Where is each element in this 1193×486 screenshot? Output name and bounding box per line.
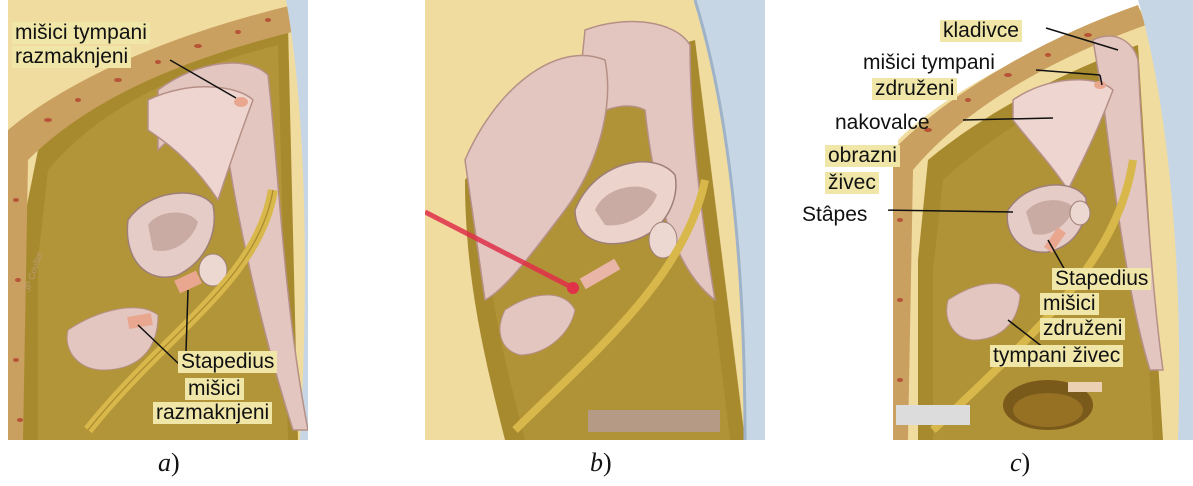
caption-b: b): [590, 448, 612, 478]
caption-c: c): [1010, 448, 1030, 478]
caption-b-letter: b: [590, 448, 603, 477]
panel-b-illustration: [425, 0, 765, 440]
caption-a-letter: a: [158, 448, 171, 477]
label-tensor-c-1: mišici tympani: [860, 52, 998, 74]
label-stapedius-c-3: združeni: [1040, 318, 1125, 340]
label-tensor-c-2: združeni: [872, 78, 957, 100]
label-stapedius-a-2: mišici: [185, 378, 244, 400]
caption-c-paren: ): [1022, 448, 1031, 477]
label-facial-1: obrazni: [825, 145, 900, 167]
caption-a-paren: ): [171, 448, 180, 477]
label-stapes: Stâpes: [799, 204, 870, 226]
caption-c-letter: c: [1010, 448, 1022, 477]
caption-a: a): [158, 448, 180, 478]
label-tensor-a-1: mišici tympani: [12, 22, 150, 44]
label-placeholder: [896, 405, 970, 425]
label-placeholder: [588, 410, 720, 432]
laser-spot: [567, 282, 579, 294]
label-stapedius-c-2: mišici: [1040, 293, 1099, 315]
label-malleus: kladivce: [940, 20, 1022, 42]
label-incus: nakovalce: [832, 112, 933, 134]
label-facial-2: živec: [825, 172, 879, 194]
label-stapedius-a-1: Stapedius: [178, 351, 277, 373]
caption-b-paren: ): [603, 448, 612, 477]
label-stapedius-a-3: razmaknjeni: [153, 402, 272, 424]
label-stapedius-c-1: Stapedius: [1052, 268, 1151, 290]
panel-b: [425, 0, 765, 440]
label-tympanic-nerve: tympani živec: [990, 345, 1123, 367]
label-tensor-a-2: razmaknjeni: [12, 46, 131, 68]
